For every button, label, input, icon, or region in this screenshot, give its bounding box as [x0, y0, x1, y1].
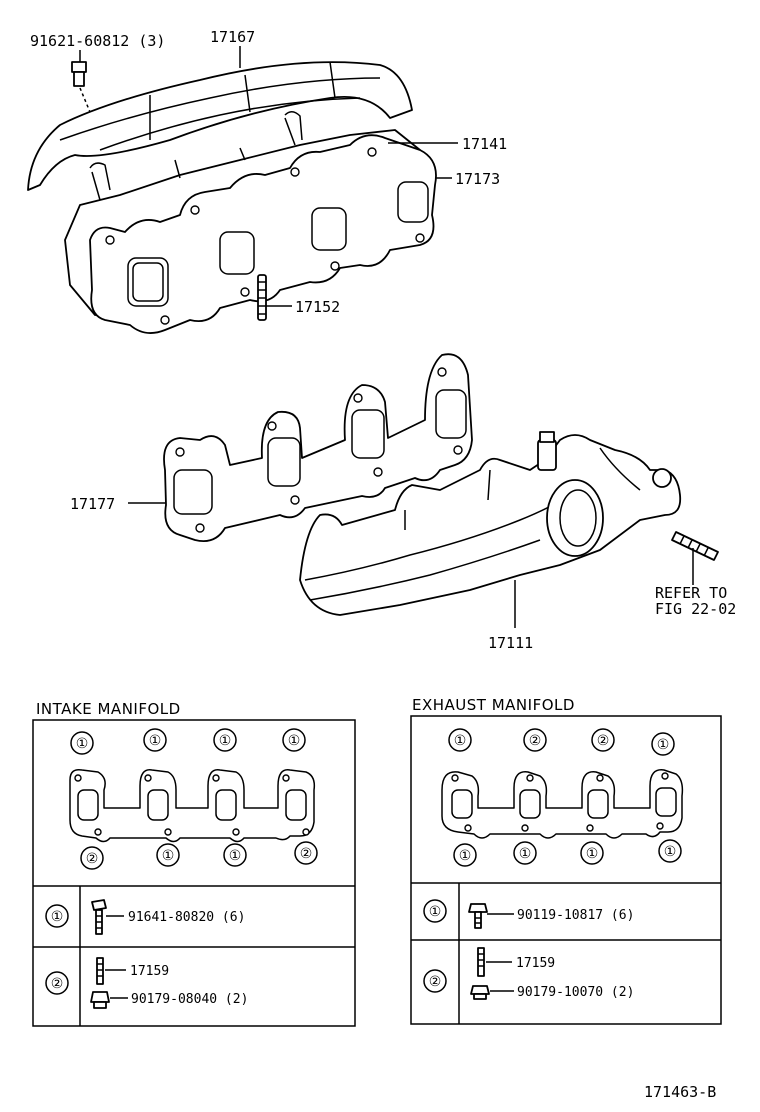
exhaust-gasket-drawing [163, 353, 473, 543]
exhaust-top-mark: ① [657, 737, 670, 753]
exhaust-top-mark: ① [454, 733, 467, 749]
flange-bolt-icon [91, 899, 107, 935]
intake-top-mark: ① [76, 736, 89, 752]
nut-icon [90, 991, 110, 1009]
callout-intake-gasket: 17173 [455, 170, 500, 188]
bolt-top-drawing [71, 61, 91, 113]
callout-bolt-top: 91621-60812 (3) [30, 32, 165, 50]
exhaust-bottom-mark: ① [459, 848, 472, 864]
heat-insulator-drawing [27, 61, 413, 191]
intake-table-title: INTAKE MANIFOLD [36, 700, 181, 718]
refer-line-1: REFER TO [655, 584, 727, 602]
intake-row2-mark: ② [51, 976, 64, 992]
callout-intake-manifold: 17141 [462, 135, 507, 153]
exhaust-manifold-drawing [299, 431, 682, 616]
exhaust-bottom-mark: ① [664, 844, 677, 860]
exhaust-table [410, 715, 722, 1025]
exhaust-top-mark: ② [597, 733, 610, 749]
exhaust-layout-gasket [441, 769, 684, 839]
callout-heat-insulator: 17167 [210, 28, 255, 46]
intake-row1-mark-circle [45, 904, 69, 928]
stud-icon [96, 957, 104, 985]
intake-bottom-mark: ① [162, 848, 175, 864]
intake-top-mark: ① [219, 733, 232, 749]
intake-row2-part-nut: 90179-08040 (2) [131, 992, 248, 1007]
intake-top-marks: ① ① ① ① [70, 728, 306, 755]
callout-stud: 17152 [295, 298, 340, 316]
intake-table [32, 719, 356, 1027]
exhaust-top-mark: ② [529, 733, 542, 749]
flange-bolt-icon [468, 903, 488, 929]
intake-bottom-mark: ② [300, 846, 313, 862]
exhaust-row1-part: 90119-10817 (6) [517, 908, 634, 923]
stud-drawing [257, 274, 267, 321]
exhaust-row1-mark: ① [429, 904, 442, 920]
exhaust-row2-mark: ② [429, 974, 442, 990]
intake-row1-part: 91641-80820 (6) [128, 910, 245, 925]
exhaust-row1-mark-circle [423, 899, 447, 923]
refer-line-2: FIG 22-02 [655, 600, 736, 618]
intake-top-mark: ① [149, 733, 162, 749]
intake-top-mark: ① [288, 733, 301, 749]
exhaust-stud-drawing [671, 531, 719, 561]
callout-exhaust-gasket: 17177 [70, 495, 115, 513]
exhaust-table-title: EXHAUST MANIFOLD [412, 696, 575, 714]
intake-bottom-marks: ② ① ① ② [80, 841, 318, 870]
stud-icon [477, 947, 485, 977]
intake-bottom-mark: ② [86, 851, 99, 867]
exhaust-row2-mark-circle [423, 969, 447, 993]
exhaust-row2-part-stud: 17159 [516, 956, 555, 971]
figure-id: 171463-B [644, 1083, 716, 1101]
exhaust-top-marks: ① ② ② ① [448, 728, 675, 756]
exhaust-bottom-mark: ① [519, 846, 532, 862]
intake-row2-mark-circle [45, 971, 69, 995]
exhaust-row2-part-nut: 90179-10070 (2) [517, 985, 634, 1000]
exhaust-bottom-marks: ① ① ① ① [453, 839, 682, 867]
intake-gasket-drawing [89, 134, 437, 334]
callout-exhaust-manifold: 17111 [488, 634, 533, 652]
nut-icon [470, 985, 490, 1000]
intake-row1-mark: ① [51, 909, 64, 925]
exhaust-bottom-mark: ① [586, 846, 599, 862]
intake-row2-part-stud: 17159 [130, 964, 169, 979]
intake-bottom-mark: ① [229, 848, 242, 864]
intake-layout-gasket [69, 768, 316, 843]
